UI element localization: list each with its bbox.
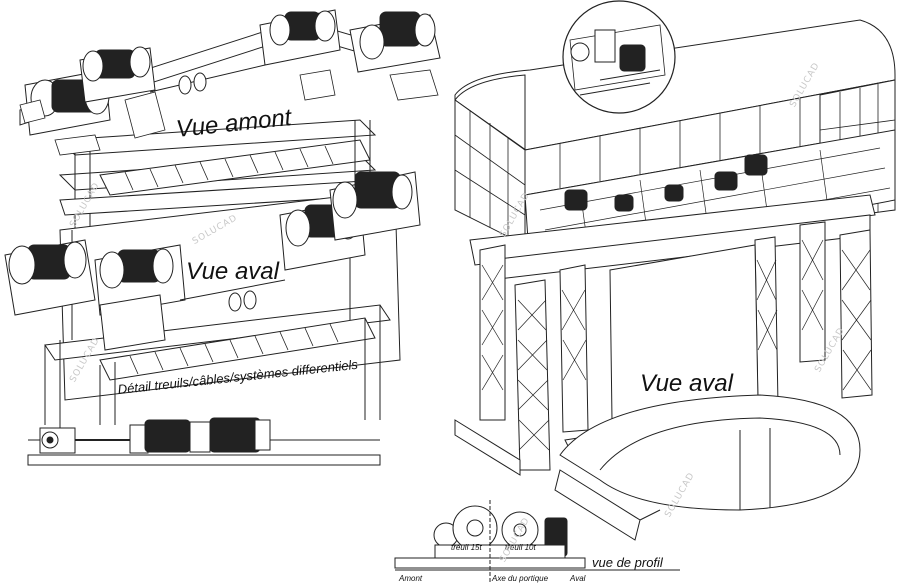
winch-aval-4 [329,171,421,241]
label-aval: Aval [570,574,586,583]
winch-aval-1 [4,239,96,316]
left-profile-drawing [27,405,381,466]
winch-amont-2 [79,46,156,103]
label-treuil-15t: treuil 15t [451,543,482,552]
differential-aval [99,279,286,351]
label-amont: Amont [399,574,423,583]
profile-drawing [394,500,680,584]
label-vue-aval-right: Vue aval [640,370,733,397]
gantry-leg-left-front [514,279,551,471]
differential-amont [149,64,266,95]
gantry-structure [454,19,896,541]
label-treuil-10t: treuil 10t [505,543,536,552]
winch-amont-4 [349,11,441,73]
winch-amont-3 [259,9,341,66]
gantry-leg-mid [559,236,779,433]
label-vue-de-profil: vue de profil [592,555,663,570]
gantry-leg-left-rear [479,244,506,421]
label-vue-aval-left: Vue aval [186,258,279,285]
winch-aval-2 [94,244,186,316]
label-axe-portique: Axe du portique [492,574,549,583]
detail-magnifier [562,0,676,114]
upstream-frame [19,19,386,230]
gantry-leg-right [799,221,873,399]
